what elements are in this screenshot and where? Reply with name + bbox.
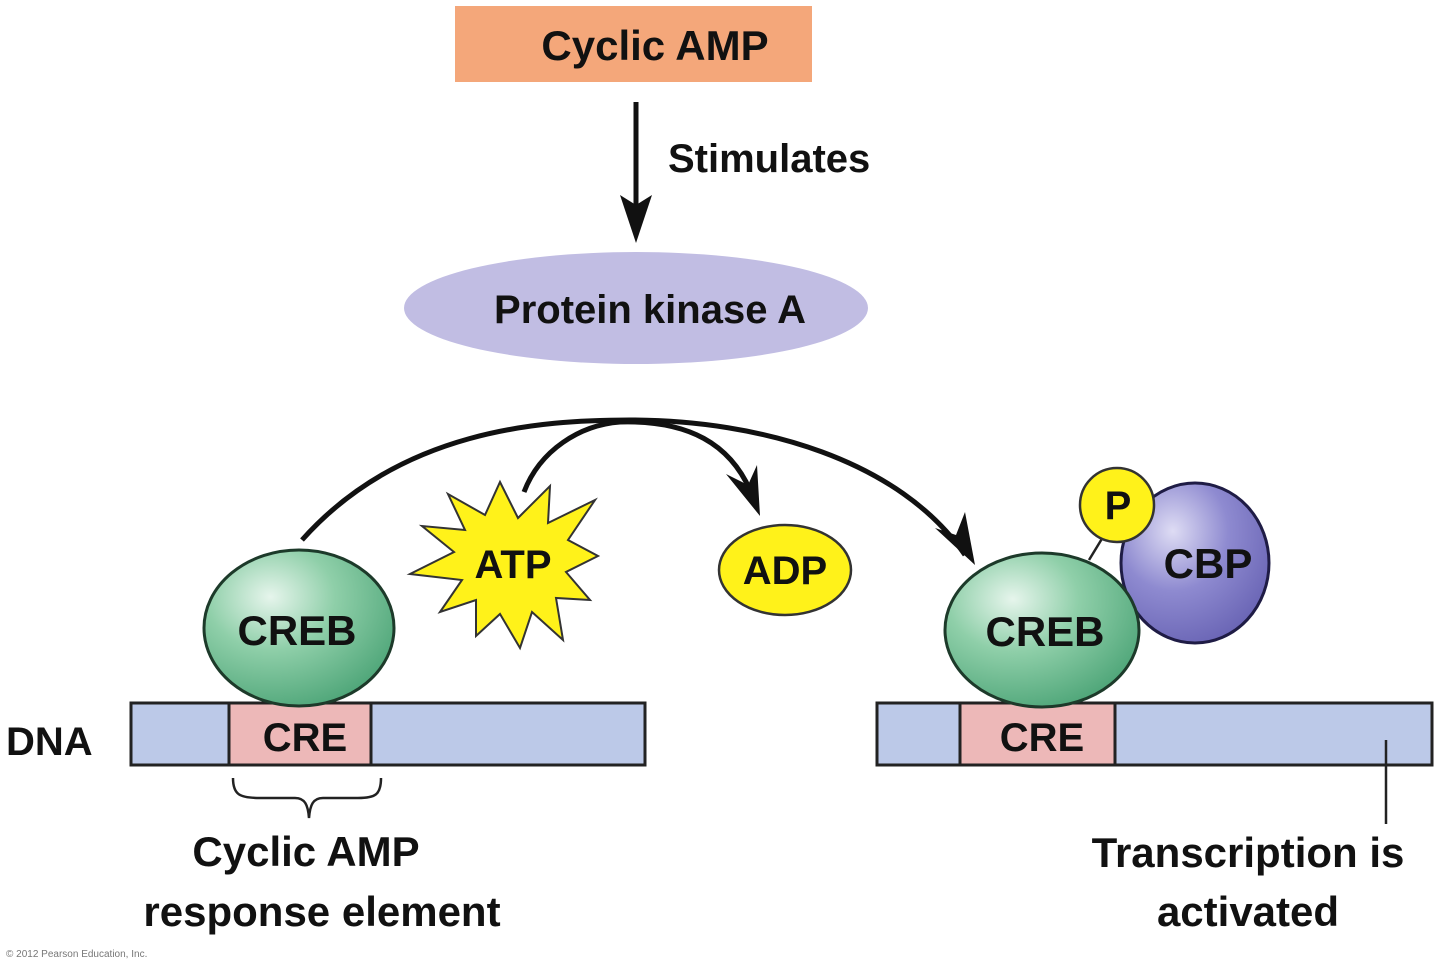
atp-to-adp-arc <box>521 419 753 493</box>
cre-caption-line1: Cyclic AMP <box>192 828 419 875</box>
arc-arrowhead-icon <box>935 512 975 565</box>
dna-label: DNA <box>6 720 93 764</box>
atp-label: ATP <box>474 543 551 587</box>
cre-right-label: CRE <box>1000 716 1084 760</box>
cre-caption-line2: response element <box>143 888 500 935</box>
stimulates-arrow: Stimulates <box>620 102 870 243</box>
phosphate-label: P <box>1105 484 1132 528</box>
creb-right-ellipse <box>943 551 1141 709</box>
cre-left-label: CRE <box>263 716 347 760</box>
creb-right-label: CREB <box>985 608 1104 655</box>
dna-left: CRE <box>129 701 647 767</box>
adp-arrowhead-icon <box>726 465 760 516</box>
creb-left-label: CREB <box>237 607 356 654</box>
cre-brace <box>231 777 383 819</box>
phosphate-link <box>1087 536 1105 561</box>
pka-label: Protein kinase A <box>494 288 806 332</box>
creb-left-node: CREB <box>202 548 396 708</box>
phosphate-node: P <box>1078 466 1156 544</box>
creb-left-ellipse <box>202 548 396 708</box>
adp-ellipse <box>717 523 853 617</box>
cre-right-box <box>958 701 1117 767</box>
atp-node: ATP <box>406 479 601 651</box>
cyclic-amp-label: Cyclic AMP <box>541 22 768 69</box>
phosphate-circle <box>1078 466 1156 544</box>
creb-right-node: CREB <box>943 551 1141 709</box>
cyclic-amp-node: Cyclic AMP <box>455 6 812 82</box>
cbp-ellipse <box>1119 481 1271 645</box>
arrowhead-icon <box>620 195 652 243</box>
adp-node: ADP <box>717 523 853 617</box>
cyclic-amp-box <box>455 6 812 82</box>
cre-left-box <box>227 701 373 767</box>
adp-label: ADP <box>743 549 827 593</box>
transcription-line2: activated <box>1157 888 1339 935</box>
transcription-line1: Transcription is <box>1092 829 1405 876</box>
copyright-text: © 2012 Pearson Education, Inc. <box>6 949 147 960</box>
pka-ellipse <box>404 252 868 364</box>
cbp-label: CBP <box>1164 540 1253 587</box>
dna-left-strand <box>129 701 647 767</box>
protein-kinase-a-node: Protein kinase A <box>404 252 868 364</box>
cbp-node: CBP <box>1119 481 1271 645</box>
stimulates-label: Stimulates <box>668 137 870 181</box>
atp-starburst <box>406 479 601 651</box>
phosphorylation-arc <box>300 417 968 557</box>
dna-right: CRE <box>875 701 1434 767</box>
